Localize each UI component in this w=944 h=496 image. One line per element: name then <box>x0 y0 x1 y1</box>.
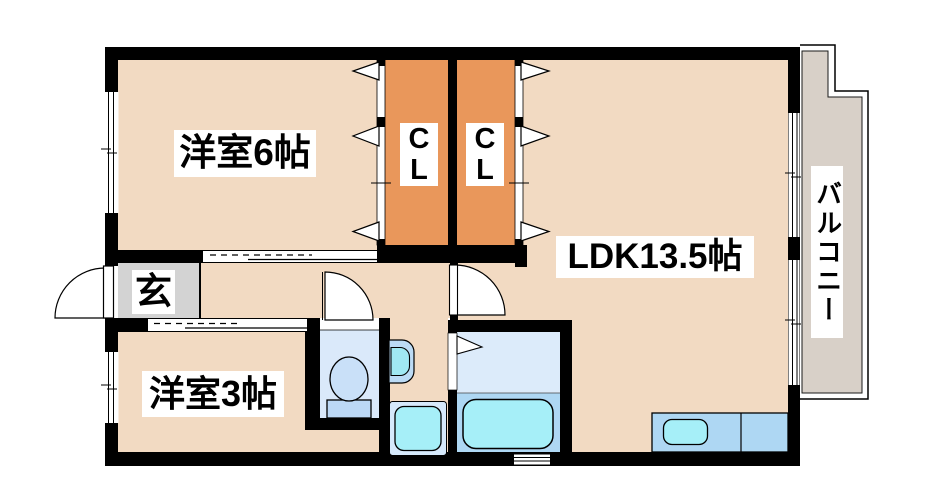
window-ldk-lower <box>785 260 801 385</box>
wall-under-closets <box>377 245 527 263</box>
western3-nook-floor <box>305 430 379 452</box>
ldk-door <box>448 264 506 316</box>
toilet-door <box>320 271 379 331</box>
bathroom-upper-floor <box>457 332 560 393</box>
wall-toilet-bottom <box>305 418 379 430</box>
room-label-balcony: バルコニー <box>811 166 843 338</box>
washbasin <box>388 339 415 384</box>
wall-stub-ldk <box>515 245 527 267</box>
window-western6 <box>101 92 119 213</box>
toilet <box>326 356 372 419</box>
closet-doors-left <box>351 59 391 246</box>
room-label-western6: 洋室6帖 <box>174 130 316 177</box>
room-label-western3: 洋室3帖 <box>142 371 284 417</box>
sliding-door-western6 <box>203 251 377 262</box>
closet-doors-right <box>509 59 551 246</box>
entrance-door <box>54 265 118 319</box>
wall-bottom <box>105 452 800 466</box>
washing-machine-pan <box>389 401 447 456</box>
room-label-closet-right: CL <box>466 123 504 186</box>
room-label-ldk: LDK13.5帖 <box>556 236 754 278</box>
room-label-closet-left: CL <box>400 123 438 186</box>
bathroom-vent-window <box>514 454 550 465</box>
wall-closet-mid <box>448 60 457 245</box>
bathroom-folding-door <box>447 332 484 391</box>
entrance-divider-line <box>199 263 201 318</box>
kitchen-sink <box>651 412 789 453</box>
wall-bathroom-right <box>560 320 572 452</box>
wall-washroom <box>379 318 390 452</box>
wall-bathroom-top <box>448 320 572 332</box>
wall-top <box>105 47 800 60</box>
wall-toilet-left <box>305 318 320 430</box>
sliding-door-western3 <box>148 319 307 331</box>
window-western3 <box>101 352 119 423</box>
room-label-entrance: 玄 <box>132 270 175 314</box>
bathtub <box>457 392 560 450</box>
window-ldk-upper <box>785 113 801 237</box>
